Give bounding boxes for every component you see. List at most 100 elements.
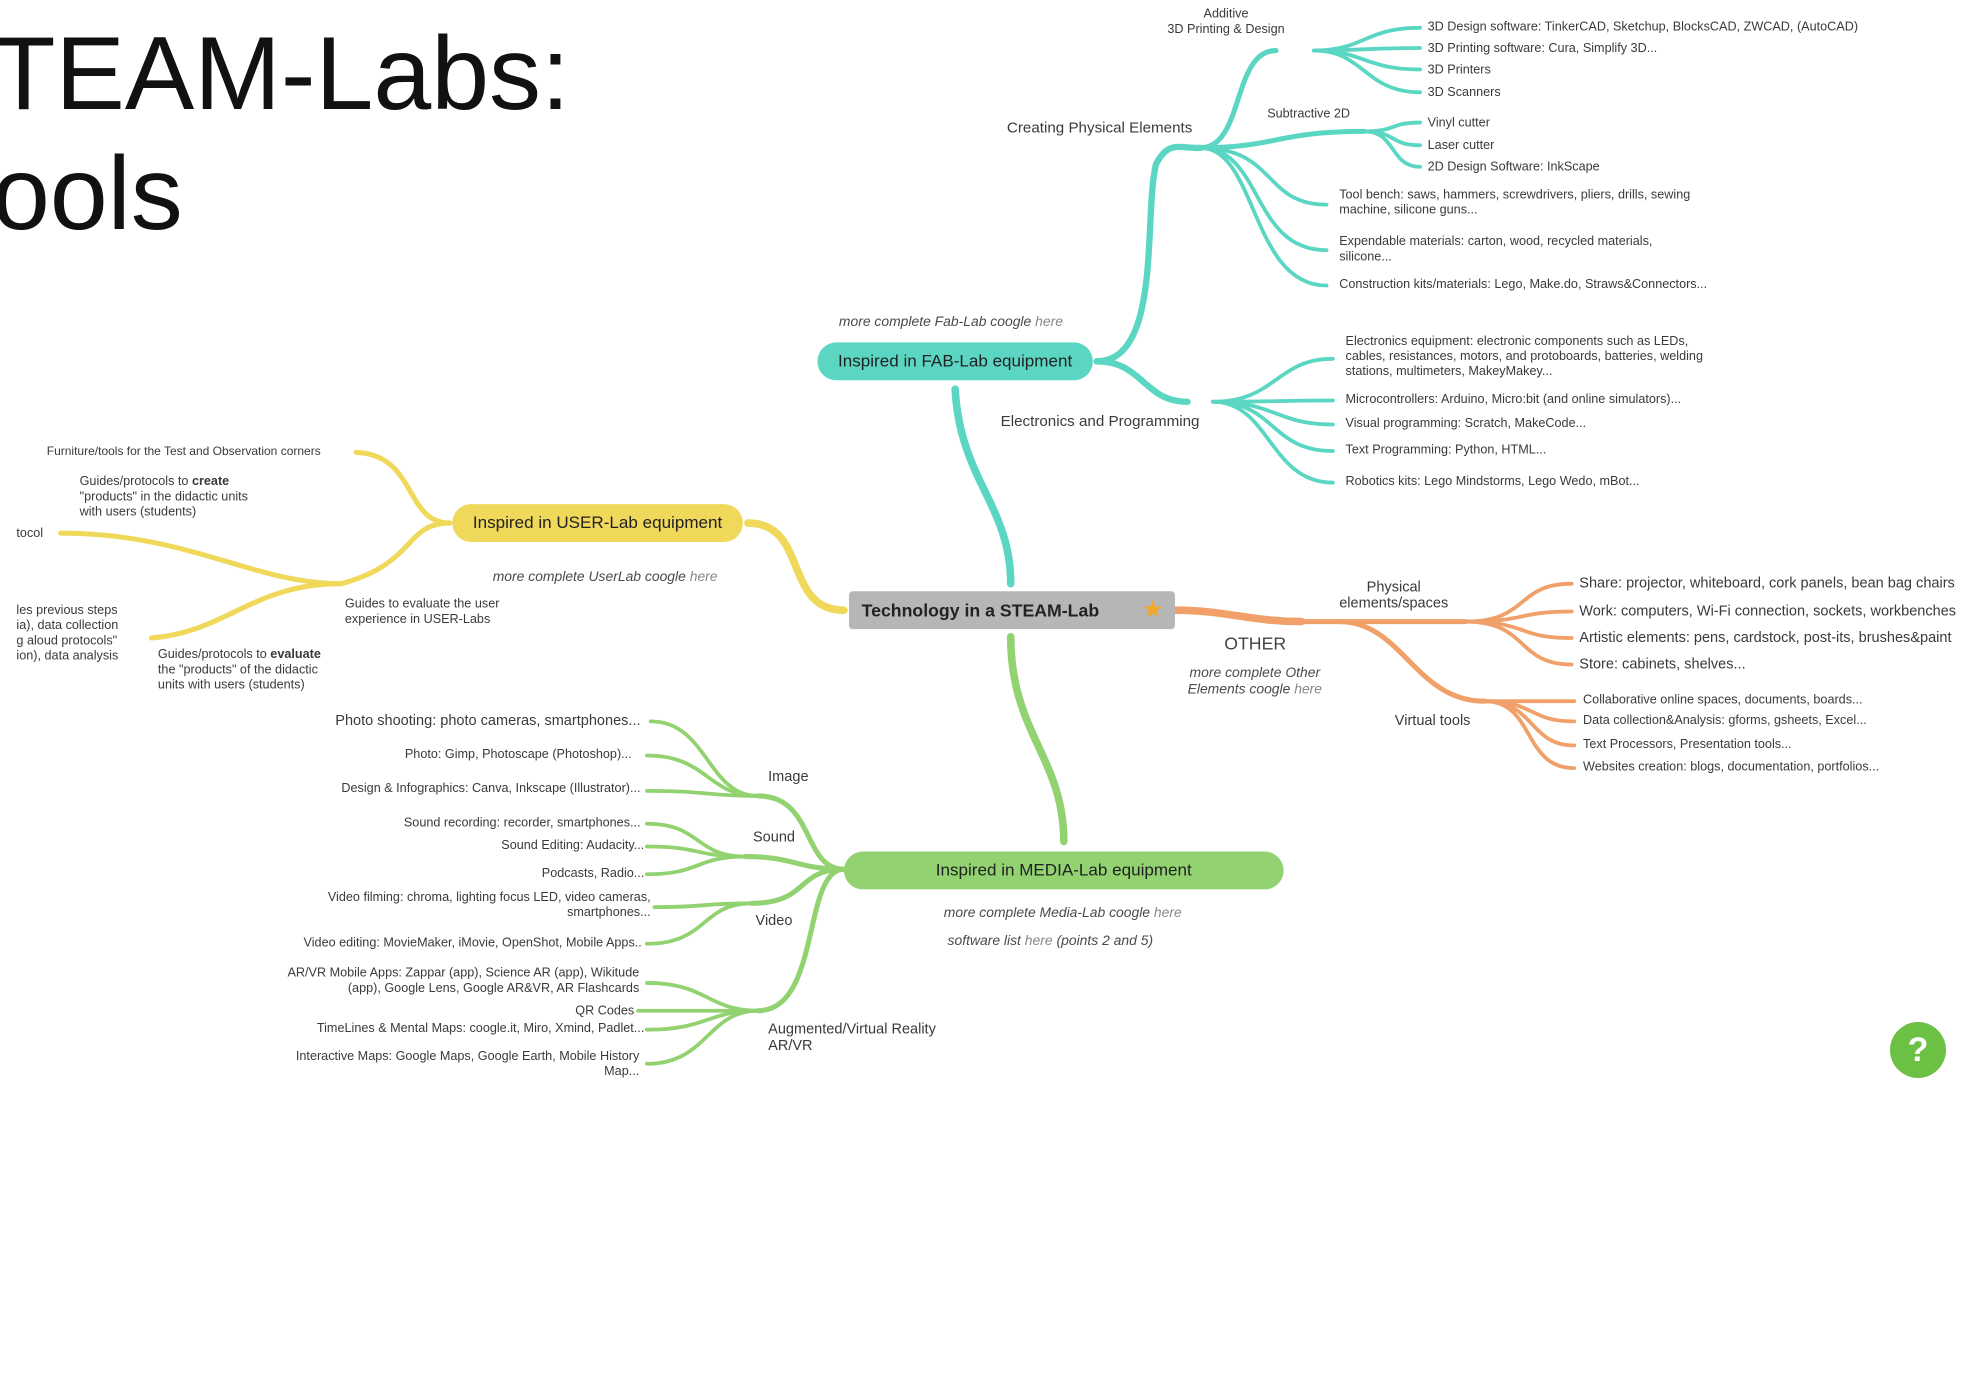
central-node-label: Technology in a STEAM-Lab — [861, 600, 1100, 621]
fab-electronics-item-1: Electronics equipment: electronic compon… — [1345, 334, 1703, 380]
user-protocol-cut: tocol — [16, 526, 44, 541]
fab-subtractive-item-3: 2D Design Software: InkScape — [1427, 160, 1600, 175]
branch-creating-additive — [1197, 48, 1279, 151]
node-user-lab[interactable]: Inspired in USER-Lab equipment — [452, 504, 743, 542]
media-image-item-1: Photo shooting: photo cameras, smartphon… — [335, 713, 641, 729]
help-button[interactable]: ? — [1890, 1022, 1946, 1078]
other-virtual-label: Virtual tools — [1394, 713, 1471, 729]
fab-expendable: Expendable materials: carton, wood, recy… — [1339, 234, 1653, 265]
other-physical-label: Physical elements/spaces — [1339, 579, 1449, 612]
branch-ar-4 — [644, 1008, 760, 1066]
slide-title-line-2: ools — [0, 136, 183, 252]
media-coogle-note-text: more complete Media-Lab coogle — [943, 905, 1151, 922]
branch-central-fab — [951, 385, 1015, 588]
node-media-lab-label: Inspired in MEDIA-Lab equipment — [935, 860, 1192, 880]
user-coogle-note: more complete UserLab coogle here — [493, 570, 718, 586]
node-fab-lab-label: Inspired in FAB-Lab equipment — [838, 351, 1073, 371]
branch-creating-construction — [1198, 145, 1329, 288]
media-software-link[interactable]: here — [1024, 933, 1053, 949]
media-coogle-note: more complete Media-Lab coogle here — [944, 906, 1182, 922]
other-virtual-item-2: Data collection&Analysis: gforms, gsheet… — [1583, 713, 1867, 728]
other-label: OTHER — [1224, 632, 1287, 654]
fab-electronics-item-5: Robotics kits: Lego Mindstorms, Lego Wed… — [1345, 475, 1640, 489]
other-physical-item-1: Share: projector, whiteboard, cork panel… — [1579, 576, 1955, 592]
fab-construction: Construction kits/materials: Lego, Make.… — [1339, 277, 1708, 292]
branch-central-media — [1006, 632, 1068, 846]
media-coogle-link[interactable]: here — [1153, 905, 1182, 922]
branch-sound-2 — [644, 844, 748, 859]
fab-subtractive-item-1: Vinyl cutter — [1427, 116, 1490, 131]
node-user-lab-label: Inspired in USER-Lab equipment — [472, 512, 723, 532]
media-video-label: Video — [755, 913, 793, 929]
fab-tool-bench: Tool bench: saws, hammers, screwdrivers,… — [1339, 188, 1691, 218]
keyword-create: create — [191, 475, 230, 489]
branch-create-steps — [149, 581, 344, 641]
media-ar-label: Augmented/Virtual Reality AR/VR — [768, 1022, 936, 1054]
other-virtual-item-1: Collaborative online spaces, documents, … — [1583, 693, 1863, 708]
branch-creating-subtractive — [1197, 128, 1367, 151]
fab-additive-item-2: 3D Printing software: Cura, Simplify 3D.… — [1427, 41, 1658, 56]
branch-creating-expendable — [1198, 145, 1329, 253]
branch-additive-4 — [1312, 48, 1422, 95]
branch-sound-3 — [644, 854, 748, 877]
keyword-evaluate: evaluate — [270, 648, 321, 663]
fab-additive-label: Additive 3D Printing & Design — [1167, 7, 1285, 37]
fab-coogle-note: more complete Fab-Lab coogle here — [839, 315, 1063, 331]
branch-physical-2 — [1463, 609, 1574, 624]
fab-coogle-link[interactable]: here — [1035, 314, 1063, 330]
media-image-item-2: Photo: Gimp, Photoscape (Photoshop)... — [404, 747, 632, 762]
media-software-note-tail: (points 2 and 5) — [1056, 933, 1154, 949]
branch-electronics-5 — [1210, 399, 1335, 485]
media-ar-item-4: Interactive Maps: Google Maps, Google Ea… — [295, 1049, 640, 1079]
branch-electronics-1 — [1210, 356, 1335, 404]
branch-creating-toolbench — [1198, 145, 1329, 207]
user-guides-create: Guides/protocols to create "products" in… — [79, 475, 248, 520]
media-video-item-2: Video editing: MovieMaker, iMovie, OpenS… — [303, 936, 642, 951]
branch-user-create — [338, 520, 453, 587]
fab-subtractive-item-2: Laser cutter — [1427, 138, 1495, 153]
slide-title: TEAM-Labs: ools — [0, 14, 570, 254]
user-coogle-link[interactable]: here — [689, 569, 718, 585]
branch-central-other — [1171, 606, 1306, 626]
other-coogle-note-text: more complete Other Elements coogle — [1187, 665, 1321, 698]
node-fab-lab[interactable]: Inspired in FAB-Lab equipment — [817, 342, 1093, 381]
node-media-lab[interactable]: Inspired in MEDIA-Lab equipment — [843, 851, 1284, 890]
slide-title-line-1: TEAM-Labs: — [0, 16, 570, 132]
branch-virtual-4 — [1482, 699, 1577, 771]
branch-media-image — [755, 793, 847, 872]
mind-map-branches — [58, 25, 1577, 1066]
fab-electronics-item-2: Microcontrollers: Arduino, Micro:bit (an… — [1345, 392, 1682, 407]
branch-media-ar — [755, 866, 847, 1014]
branch-media-video — [749, 866, 847, 906]
branch-central-user — [744, 519, 848, 615]
branch-image-3 — [644, 788, 760, 798]
media-software-note-text: software list — [947, 933, 1021, 949]
other-physical-item-2: Work: computers, Wi-Fi connection, socke… — [1579, 603, 1957, 620]
branch-fab-electronics — [1093, 358, 1191, 405]
user-steps-cut: les previous steps ia), data collection … — [16, 603, 119, 664]
branch-create-protocol — [58, 530, 344, 587]
branch-video-2 — [644, 901, 754, 946]
other-coogle-link[interactable]: here — [1294, 682, 1323, 698]
fab-electronics-label: Electronics and Programming — [1000, 411, 1200, 430]
media-ar-item-1: AR/VR Mobile Apps: Zappar (app), Science… — [287, 966, 640, 996]
branch-ar-1 — [644, 981, 760, 1013]
user-protocols-evaluate: Guides/protocols to evaluate the "produc… — [157, 648, 321, 693]
media-sound-item-2: Sound Editing: Audacity... — [501, 838, 645, 853]
user-furniture: Furniture/tools for the Test and Observa… — [46, 444, 321, 459]
fab-additive-item-3: 3D Printers — [1427, 63, 1491, 78]
branch-fab-creating — [1093, 143, 1204, 365]
user-guides-evaluate: Guides to evaluate the user experience i… — [344, 597, 500, 627]
fab-additive-item-4: 3D Scanners — [1427, 85, 1501, 100]
media-image-item-3: Design & Infographics: Canva, Inkscape (… — [341, 782, 641, 796]
fab-creating-label: Creating Physical Elements — [1006, 118, 1193, 137]
media-ar-item-2: QR Codes — [575, 1004, 635, 1019]
fab-subtractive-label: Subtractive 2D — [1267, 107, 1351, 122]
media-sound-item-3: Podcasts, Radio... — [541, 866, 645, 881]
media-ar-item-3: TimeLines & Mental Maps: coogle.it, Miro… — [316, 1022, 645, 1036]
central-node[interactable]: Technology in a STEAM-Lab ★ — [849, 591, 1175, 630]
other-coogle-note: more complete Other Elements coogle here — [1188, 666, 1322, 699]
branch-other-virtual — [1336, 619, 1488, 704]
fab-electronics-item-3: Visual programming: Scratch, MakeCode... — [1345, 416, 1587, 431]
